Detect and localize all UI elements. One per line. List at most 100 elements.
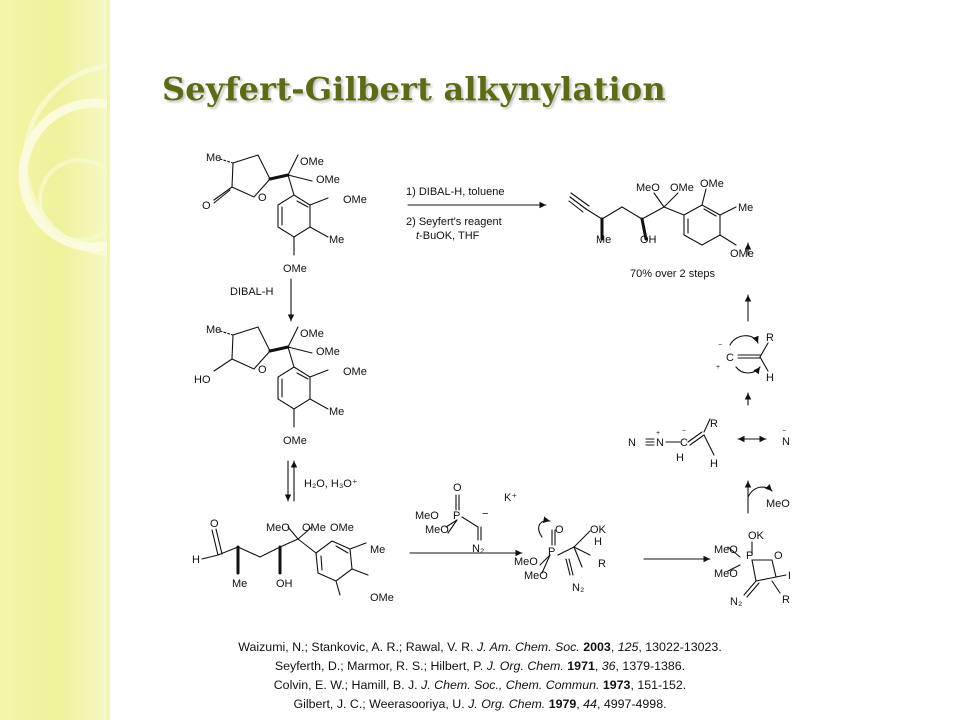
oxaphosphetane xyxy=(727,541,787,598)
reference-separator: , xyxy=(594,659,602,673)
label-ok: OK xyxy=(748,530,765,542)
reference-line: Seyferth, D.; Marmor, R. S.; Hilbert, P.… xyxy=(0,657,960,676)
reference-journal: J. Org. Chem. xyxy=(468,697,546,711)
label-r: R xyxy=(598,558,606,570)
condition-base: t-BuOK, THF xyxy=(416,230,480,242)
label-me: Me xyxy=(206,324,221,336)
label-ome: OMe xyxy=(283,263,307,275)
label-r: R xyxy=(766,332,774,344)
condition-step2: 2) Seyfert's reagent xyxy=(406,216,502,228)
vinylidene-carbene xyxy=(729,335,769,375)
lactone-starting-material xyxy=(213,154,329,256)
reaction-scheme: Me OMe OMe OMe Me OMe O O DIBAL-H Me OMe… xyxy=(192,152,790,608)
label-ome: OMe xyxy=(370,592,394,604)
label-meo: MeO xyxy=(714,568,738,580)
reference-year: 2003 xyxy=(583,640,611,654)
reference-line: Waizumi, N.; Stankovic, A. R.; Rawal, V.… xyxy=(0,638,960,657)
label-meo: MeO xyxy=(266,522,290,534)
label-me: Me xyxy=(329,406,344,418)
label-c: C xyxy=(680,437,688,449)
label-ome: OMe xyxy=(300,328,324,340)
label-me: Me xyxy=(206,152,221,164)
label-h: H xyxy=(766,372,774,384)
label-p: P xyxy=(548,546,555,558)
label-potassium: K⁺ xyxy=(504,492,517,504)
reaction-arrows xyxy=(284,201,773,563)
label-meo: MeO xyxy=(514,556,538,568)
reference-journal: J. Am. Chem. Soc. xyxy=(476,640,580,654)
reference-authors: Gilbert, J. C.; Weerasooriya, U. xyxy=(293,697,469,711)
label-meo: MeO xyxy=(425,524,449,536)
label-plus: + xyxy=(656,430,660,437)
reference-volume: 36 xyxy=(601,659,616,673)
reference-year: 1973 xyxy=(602,678,631,692)
condition-step1: 1) DIBAL-H, toluene xyxy=(406,186,504,198)
label-n2: N₂ xyxy=(572,582,584,594)
reference-line: Colvin, E. W.; Hamill, B. J. J. Chem. So… xyxy=(0,676,960,695)
reference-separator: , xyxy=(610,640,618,654)
reference-separator: , xyxy=(576,697,584,711)
aldehyde-intermediate xyxy=(201,526,369,596)
reference-line: Gilbert, J. C.; Weerasooriya, U. J. Org.… xyxy=(0,695,960,714)
label-minus: − xyxy=(718,342,722,349)
reference-authors: Seyferth, D.; Marmor, R. S.; Hilbert, P. xyxy=(274,659,487,673)
reference-volume: 125 xyxy=(617,640,639,654)
reference-authors: Colvin, E. W.; Hamill, B. J. xyxy=(273,678,422,692)
decorative-sidebar xyxy=(0,0,107,720)
label-n: N xyxy=(782,436,790,448)
label-ome: OMe xyxy=(343,194,367,206)
label-n2: N₂ xyxy=(730,596,742,608)
label-me: Me xyxy=(329,234,344,246)
condition-dibal: DIBAL-H xyxy=(230,286,273,298)
lactol-intermediate xyxy=(213,326,329,428)
reference-pages: , 4997-4998. xyxy=(596,697,667,711)
reference-journal: J. Chem. Soc., Chem. Commun. xyxy=(421,678,600,692)
label-me: Me xyxy=(232,578,247,590)
label-ome: OMe xyxy=(300,156,324,168)
base-italic: t xyxy=(416,230,420,242)
label-me: Me xyxy=(370,544,385,556)
sidebar-divider xyxy=(107,0,110,720)
label-ome: OMe xyxy=(730,248,754,260)
phosphonate-adduct xyxy=(538,516,591,576)
yield-text: 70% over 2 steps xyxy=(630,268,715,280)
label-oh: OH xyxy=(640,234,657,246)
label-p: P xyxy=(746,550,753,562)
slide-title: Seyfert-Gilbert alkynylation xyxy=(162,70,666,108)
vinyl-diazonium-resonance xyxy=(645,418,715,456)
label-ok: OK xyxy=(590,524,607,536)
label-ome: OMe xyxy=(330,522,354,534)
base-rest: -BuOK, THF xyxy=(419,230,480,242)
label-r: R xyxy=(782,594,790,606)
label-n2: N₂ xyxy=(472,543,484,555)
reference-year: 1971 xyxy=(567,659,595,673)
label-h: H xyxy=(676,452,684,464)
label-h: H xyxy=(594,536,602,548)
label-ome: OMe xyxy=(283,435,307,447)
reference-journal: J. Org. Chem. xyxy=(486,659,564,673)
label-ome: OMe xyxy=(343,366,367,378)
label-meo: MeO xyxy=(636,182,660,194)
label-o: O xyxy=(202,200,211,212)
label-ome: OMe xyxy=(316,174,340,186)
label-o: O xyxy=(210,518,219,530)
seyferth-gilbert-reagent xyxy=(445,494,482,541)
label-meo: MeO xyxy=(714,544,738,556)
label-ho: HO xyxy=(194,374,211,386)
label-n: N xyxy=(656,437,664,449)
label-o: O xyxy=(258,364,267,376)
alkyne-product xyxy=(568,188,737,246)
label-r: R xyxy=(710,418,718,430)
label-me: Me xyxy=(738,202,753,214)
label-ome: OMe xyxy=(302,522,326,534)
sidebar-rings-decoration xyxy=(18,63,107,257)
label-meo: MeO xyxy=(524,570,548,582)
label-h: H xyxy=(788,570,790,582)
label-me: Me xyxy=(596,234,611,246)
label-plus: + xyxy=(716,364,720,371)
references-block: Waizumi, N.; Stankovic, A. R.; Rawal, V.… xyxy=(0,638,960,714)
label-ome: OMe xyxy=(316,346,340,358)
reference-pages: , 151-152. xyxy=(630,678,687,692)
label-ome: OMe xyxy=(670,182,694,194)
label-o: O xyxy=(258,192,267,204)
